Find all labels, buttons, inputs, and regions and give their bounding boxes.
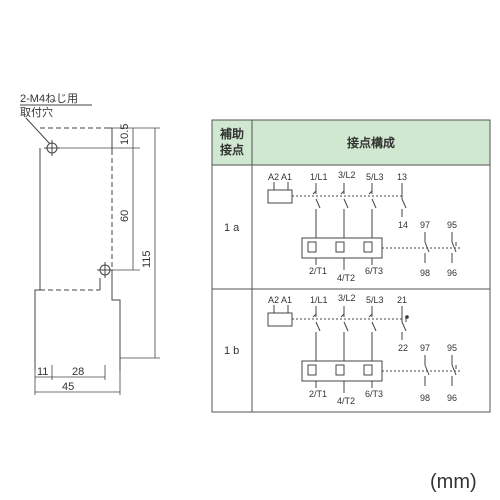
hole-note-line1: 2-M4ねじ用 — [20, 92, 78, 105]
l1-label: 1/L1 — [310, 295, 328, 305]
main-contact-l3 — [368, 183, 377, 238]
contact-table: 補助 接点 接点構成 1 a A2 A1 1/L1 3/L2 5/L3 13 1… — [211, 119, 491, 413]
t1-label: 2/T1 — [309, 389, 327, 399]
row-label: 1 a — [224, 222, 240, 234]
t2-label: 4/T2 — [337, 396, 355, 406]
main-contact-l2 — [340, 183, 349, 238]
dim-11: 11 — [37, 366, 48, 378]
header-col1-line2: 接点 — [220, 142, 244, 157]
ol-top2-label: 95 — [447, 343, 457, 353]
table-row-1a: 1 a A2 A1 1/L1 3/L2 5/L3 13 14 — [224, 170, 460, 283]
body-top-step — [105, 127, 113, 150]
l1-label: 1/L1 — [310, 172, 328, 182]
coil-label: A2 A1 — [268, 172, 292, 182]
dim-28: 28 — [72, 366, 84, 378]
dim-10-5: 10.5 — [119, 124, 131, 145]
dim-45: 45 — [62, 381, 74, 393]
ol-bot1-label: 98 — [420, 268, 430, 278]
body-right-lower — [111, 270, 121, 370]
overload-relay-box — [301, 360, 383, 382]
ol-contact-nc — [451, 232, 457, 263]
hole-leader-line — [25, 117, 51, 145]
l3-label: 5/L3 — [366, 172, 384, 182]
table-header-bg — [212, 120, 490, 165]
unit-label: (mm) — [430, 471, 477, 493]
l3-label: 5/L3 — [366, 295, 384, 305]
aux-bottom-label: 22 — [398, 343, 408, 353]
ol-top1-label: 97 — [420, 220, 430, 230]
t1-label: 2/T1 — [309, 266, 327, 276]
coil-symbol — [267, 189, 293, 204]
ol-top2-label: 95 — [447, 220, 457, 230]
coil-label: A2 A1 — [268, 295, 292, 305]
ol-bot2-label: 96 — [447, 268, 457, 278]
dim-60: 60 — [119, 210, 131, 222]
main-contact-l2 — [340, 306, 349, 361]
aux-contact-no — [401, 183, 407, 217]
aux-top-label: 13 — [397, 172, 407, 182]
main-contact-l1 — [312, 183, 321, 238]
dim-115: 115 — [141, 250, 153, 268]
main-contact-l3 — [368, 306, 377, 361]
l2-label: 3/L2 — [338, 170, 356, 180]
header-col2: 接点構成 — [347, 135, 395, 150]
t3-label: 6/T3 — [365, 266, 383, 276]
overload-relay-box — [301, 237, 383, 259]
aux-top-label: 21 — [397, 295, 407, 305]
aux-bottom-label: 14 — [398, 220, 408, 230]
coil-symbol — [267, 312, 293, 327]
main-contact-l1 — [312, 306, 321, 361]
ol-bot1-label: 98 — [420, 393, 430, 403]
table-row-1b: 1 b A2 A1 1/L1 3/L2 5/L3 21 22 — [224, 293, 460, 406]
ol-contact-nc — [451, 355, 457, 386]
ol-contact-no — [424, 232, 430, 263]
row-label: 1 b — [224, 345, 239, 357]
ol-contact-no — [424, 355, 430, 386]
body-left-edge — [34, 148, 41, 370]
ol-bot2-label: 96 — [447, 393, 457, 403]
l2-label: 3/L2 — [338, 293, 356, 303]
header-col1-line1: 補助 — [219, 126, 244, 141]
hole-note-line2: 取付穴 — [20, 105, 53, 119]
t2-label: 4/T2 — [337, 273, 355, 283]
outline-drawing: 2-M4ねじ用 取付穴 10.5 60 115 — [20, 92, 160, 395]
t3-label: 6/T3 — [365, 389, 383, 399]
aux-contact-nc — [401, 306, 407, 340]
ol-top1-label: 97 — [420, 343, 430, 353]
